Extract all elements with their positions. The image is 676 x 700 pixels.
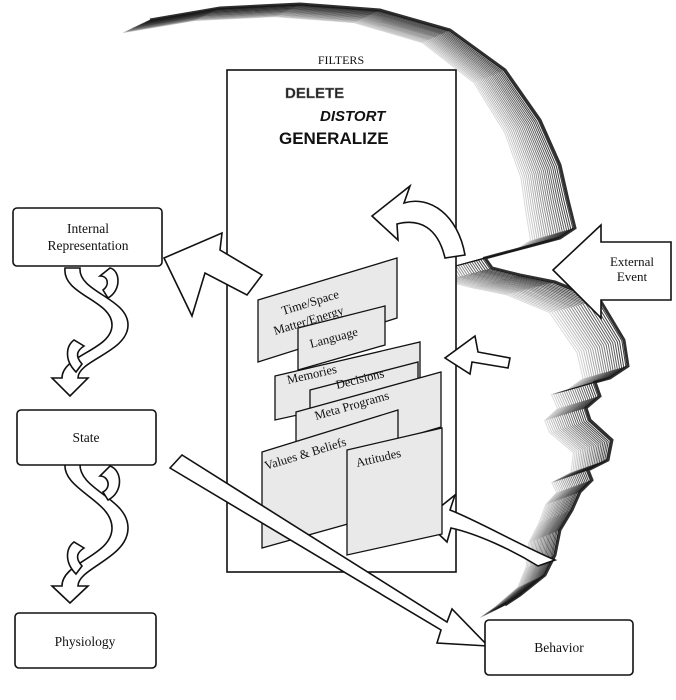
external-event-label-line2: Event — [617, 269, 648, 284]
internal-representation-box — [13, 208, 162, 266]
internal-representation-line2: Representation — [48, 238, 129, 253]
generalize-label: GENERALIZE — [279, 129, 389, 148]
behavior-label: Behavior — [534, 640, 584, 655]
external-event-label-line1: External — [610, 254, 654, 269]
delete-label: DELETE — [285, 85, 344, 102]
state-label: State — [73, 430, 100, 445]
braid-top — [52, 268, 128, 396]
physiology-label: Physiology — [55, 634, 116, 649]
internal-representation-line1: Internal — [67, 221, 109, 236]
filters-title: FILTERS — [318, 53, 364, 67]
braid-bottom — [52, 463, 128, 603]
distort-label: DISTORT — [320, 108, 387, 125]
